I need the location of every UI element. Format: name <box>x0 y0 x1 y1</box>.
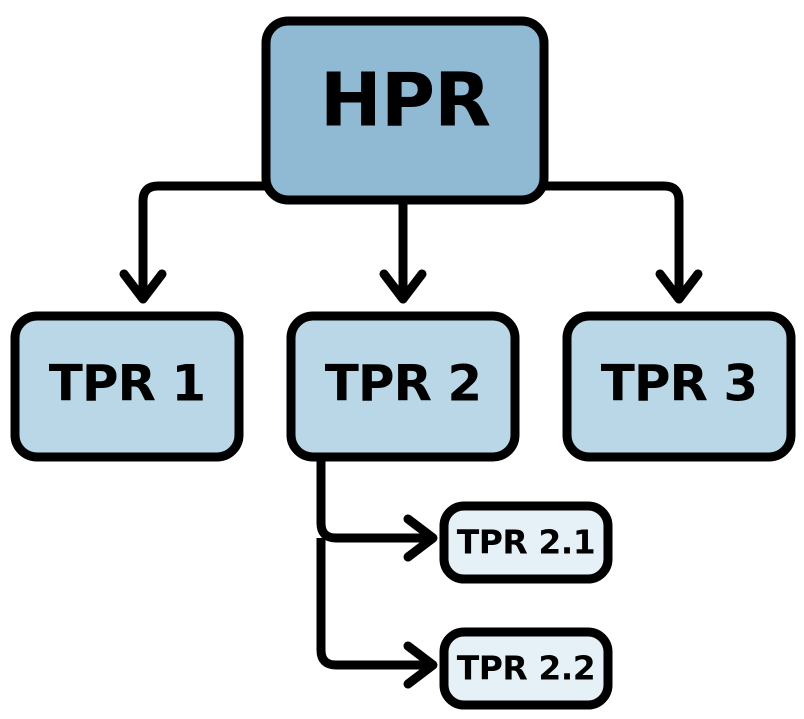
node-hpr-box[interactable] <box>261 16 549 205</box>
edge-hpr-to-tpr3 <box>544 181 684 292</box>
node-tpr-3-label: TPR 3 <box>601 355 757 413</box>
edge-tpr2-to-tpr22 <box>316 538 426 670</box>
node-tpr-1-label: TPR 1 <box>49 355 205 413</box>
node-tpr-2-1[interactable]: TPR 2.1 <box>439 501 613 584</box>
node-tpr-2[interactable]: TPR 2 <box>286 311 520 462</box>
node-tpr-2-box[interactable] <box>286 311 520 462</box>
arrowhead-tpr2-icon <box>379 269 427 304</box>
node-tpr-2-2-label: TPR 2.2 <box>457 649 596 688</box>
node-tpr-3-box[interactable] <box>562 311 796 462</box>
arrowhead-tpr21-icon <box>403 514 438 562</box>
node-tpr-2-label: TPR 2 <box>325 355 481 413</box>
node-tpr-2-1-box[interactable] <box>439 501 613 584</box>
arrowhead-tpr3-icon <box>655 269 703 304</box>
arrowhead-tpr1-icon <box>119 269 167 304</box>
node-tpr-2-2[interactable]: TPR 2.2 <box>439 627 613 710</box>
node-hpr[interactable]: HPR <box>261 16 549 205</box>
edge-tpr2-to-tpr21 <box>316 460 426 543</box>
node-tpr-2-1-label: TPR 2.1 <box>457 523 596 562</box>
connector-group <box>119 181 703 689</box>
arrowhead-tpr22-icon <box>403 641 438 689</box>
node-tpr-1-box[interactable] <box>10 311 244 462</box>
node-hpr-label: HPR <box>320 58 490 144</box>
node-tpr-3[interactable]: TPR 3 <box>562 311 796 462</box>
node-tpr-1[interactable]: TPR 1 <box>10 311 244 462</box>
node-tpr-2-2-box[interactable] <box>439 627 613 710</box>
edge-hpr-to-tpr1 <box>138 181 266 292</box>
